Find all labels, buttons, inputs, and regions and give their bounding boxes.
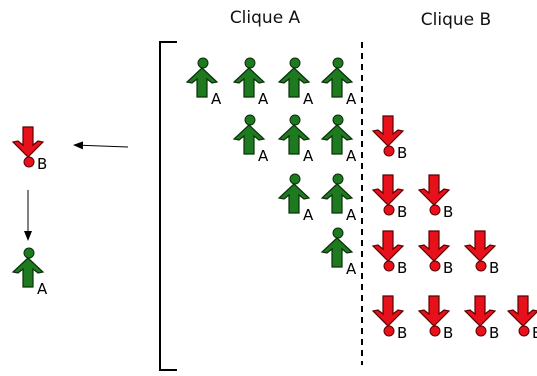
clique-a-node: A (185, 57, 222, 108)
transition-target-node: A (11, 247, 48, 298)
node-label-b: B (443, 259, 453, 277)
clique-b-node: B (417, 230, 453, 277)
node-label-b: B (37, 155, 47, 173)
node-label-a: A (258, 147, 269, 165)
node-label-a: A (346, 90, 357, 108)
clique-b-title: Clique B (421, 10, 491, 30)
clique-a-node: A (320, 173, 357, 224)
node-label-b: B (489, 324, 499, 342)
clique-a-node: A (277, 173, 314, 224)
clique-b-node: B (371, 295, 407, 342)
clique-b-node: B (463, 295, 499, 342)
node-label-b: B (397, 144, 407, 162)
clique-b-node: B (371, 174, 407, 221)
node-label-a: A (37, 280, 48, 298)
node-label-b: B (532, 324, 537, 342)
node-label-a: A (211, 90, 222, 108)
node-label-a: A (346, 147, 357, 165)
glyph-grid: A A A A A A A A A A B B B B B B B B B B B A (11, 57, 537, 342)
clique-b-node: B (417, 295, 453, 342)
clique-a-node: A (232, 57, 269, 108)
node-label-a: A (303, 206, 314, 224)
clique-a-node: A (277, 114, 314, 165)
clique-b-node: B (463, 230, 499, 277)
clique-a-node: A (320, 57, 357, 108)
clique-a-title: Clique A (230, 8, 301, 28)
node-label-b: B (397, 324, 407, 342)
node-label-a: A (346, 260, 357, 278)
node-label-b: B (443, 203, 453, 221)
node-label-a: A (303, 147, 314, 165)
transition-arrow-left (73, 141, 129, 150)
clique-b-node: B (371, 115, 407, 162)
clique-b-node: B (371, 230, 407, 277)
node-label-a: A (258, 90, 269, 108)
clique-a-node: A (320, 114, 357, 165)
clique-b-node: B (506, 295, 537, 342)
transition-source-node: B (11, 126, 47, 173)
clique-b-node: B (417, 174, 453, 221)
node-label-b: B (443, 324, 453, 342)
bracket (159, 41, 177, 371)
node-label-b: B (397, 259, 407, 277)
node-label-b: B (489, 259, 499, 277)
clique-a-node: A (320, 227, 357, 278)
node-label-a: A (303, 90, 314, 108)
clique-a-node: A (277, 57, 314, 108)
node-label-a: A (346, 206, 357, 224)
clique-a-node: A (232, 114, 269, 165)
node-label-b: B (397, 203, 407, 221)
